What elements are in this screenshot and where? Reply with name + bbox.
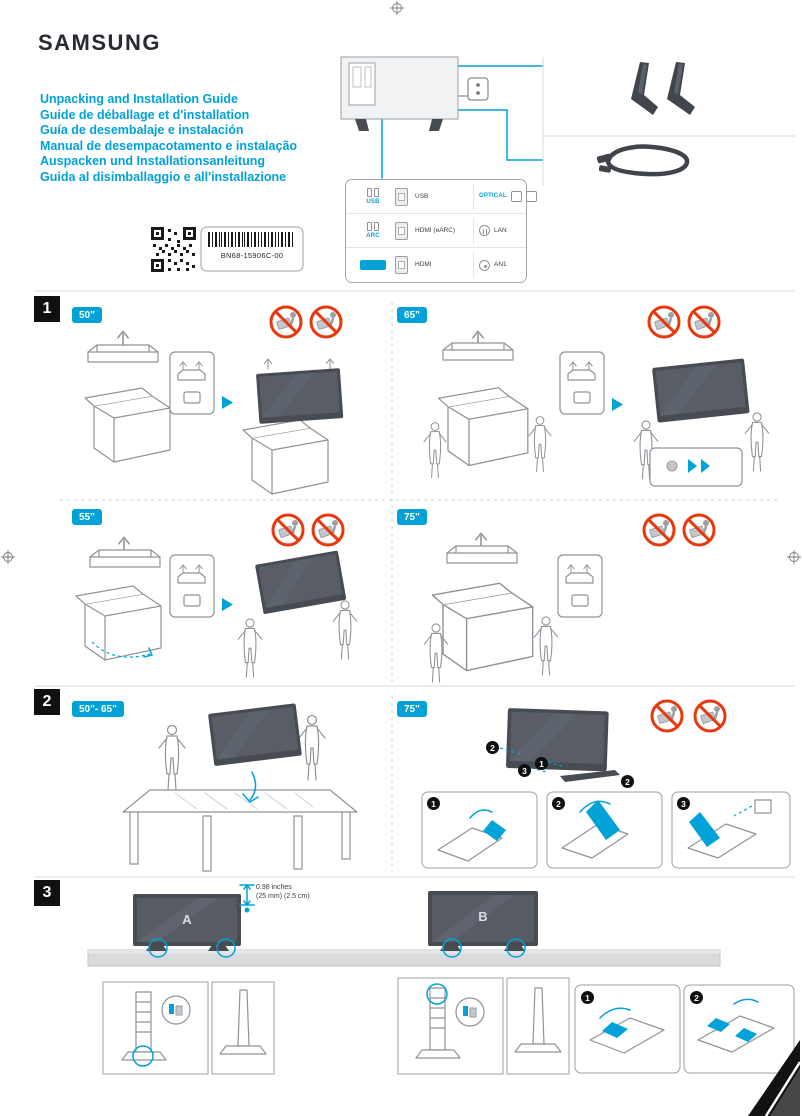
- hdmi-port-icon: [395, 256, 408, 274]
- usb-port-icon: [395, 187, 408, 206]
- stand-step-2: 2: [690, 991, 703, 1004]
- prohibition-icon: [271, 513, 305, 547]
- prohibition-icon: [647, 305, 681, 339]
- prohibition-icon: [682, 513, 716, 547]
- power-plug-icon: [479, 225, 490, 236]
- ports-table: USB USB OPTICAL ARC HDMI (eARC) LAN: [345, 179, 537, 283]
- optical-label: OPTICAL: [479, 193, 507, 200]
- qr-code: [151, 227, 196, 272]
- clearance-measurement-cm: (25 mm) (2.5 cm): [256, 893, 310, 900]
- scene-unbox-50: [84, 305, 344, 495]
- scene-table-placement: [122, 703, 358, 872]
- title-line-de: Auspacken und Installationsanleitung: [40, 154, 266, 169]
- title-line-pt: Manual de desempacotamento e instalação: [40, 138, 298, 153]
- title-block: Unpacking and Installation Guide Guide d…: [40, 92, 297, 186]
- title-line-it: Guida al disimballaggio e all'installazi…: [40, 169, 287, 184]
- usb-port-label: USB: [415, 192, 429, 200]
- usb-icon: [367, 187, 379, 197]
- prohibition-icon: [650, 699, 684, 733]
- section-1-number: 1: [34, 296, 60, 322]
- scene-stand-assembly-75: [421, 699, 791, 869]
- usb-group-label: USB: [366, 198, 380, 205]
- arc-icon: [367, 221, 379, 231]
- scene-unbox-75: [423, 513, 716, 683]
- prohibition-icon: [642, 513, 676, 547]
- step-dot: 2: [621, 775, 634, 788]
- service-tag-icon: [360, 260, 386, 270]
- size-badge-55: 55": [72, 509, 102, 525]
- panel-step-3: 3: [677, 797, 690, 810]
- scene-unbox-55: [75, 513, 358, 678]
- lan-label: LAN: [494, 226, 507, 234]
- tv-back-diagram: [340, 56, 544, 179]
- prohibition-icon: [269, 305, 303, 339]
- step-dot: 3: [518, 764, 531, 777]
- stand-legs-illustration: [631, 62, 695, 115]
- hdmi-label: HDMI: [415, 261, 432, 269]
- ports-row-hdmi-earc: ARC HDMI (eARC) LAN: [346, 214, 526, 248]
- power-cable-illustration: [596, 144, 690, 177]
- panel-step-2: 2: [552, 797, 565, 810]
- tv-a-label: A: [182, 912, 192, 927]
- part-number: BN68-15906C-00: [220, 251, 284, 260]
- scene-unbox-65: [423, 305, 770, 487]
- step-dot: 1: [535, 757, 548, 770]
- ports-row-hdmi: HDMI AN1: [346, 248, 526, 282]
- tv-b-label: B: [478, 909, 488, 924]
- prohibition-icon: [311, 513, 345, 547]
- antenna-icon: [479, 259, 490, 271]
- title-line-en: Unpacking and Installation Guide: [40, 92, 238, 106]
- barcode: [200, 226, 304, 272]
- panel-step-1: 1: [427, 797, 440, 810]
- size-badge-65: 65": [397, 307, 427, 323]
- section-2-number: 2: [34, 689, 60, 715]
- step-dot: 2: [486, 741, 499, 754]
- optical-port-icon: [510, 191, 522, 202]
- arc-label: ARC: [366, 232, 380, 239]
- scene-stand-details: [102, 977, 795, 1075]
- stand-step-1: 1: [581, 991, 594, 1004]
- an1-label: AN1: [494, 261, 507, 269]
- clearance-measurement-in: 0.98 inches: [256, 884, 292, 891]
- prohibition-icon: [309, 305, 343, 339]
- size-badge-75: 75": [397, 509, 427, 525]
- ground-icon: [525, 191, 537, 202]
- ports-row-usb: USB USB OPTICAL: [346, 180, 537, 214]
- title-line-es: Guía de desembalaje e instalación: [40, 123, 244, 138]
- hdmi-earc-port-icon: [395, 221, 408, 240]
- page-curl: [748, 1040, 802, 1116]
- size-badge-50-65: 50"- 65": [72, 701, 124, 717]
- hdmi-earc-label: HDMI (eARC): [415, 226, 456, 234]
- samsung-logo: SAMSUNG: [38, 30, 161, 55]
- size-badge-75b: 75": [397, 701, 427, 717]
- section-3-number: 3: [34, 880, 60, 906]
- title-line-fr: Guide de déballage et d'installation: [40, 107, 250, 122]
- size-badge-50: 50": [72, 307, 102, 323]
- prohibition-icon: [693, 699, 727, 733]
- prohibition-icon: [687, 305, 721, 339]
